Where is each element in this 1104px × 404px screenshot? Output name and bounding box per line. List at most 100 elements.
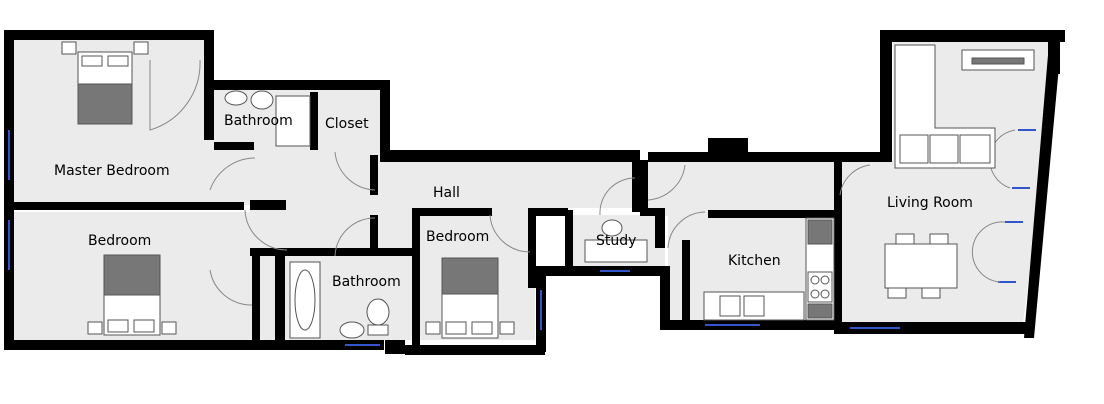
bed-cover [441,257,499,295]
burner [820,275,830,285]
wall [748,152,883,162]
pillow [107,319,129,333]
bed-cover [103,254,161,296]
dining-chair [921,287,941,299]
label-bathroom-main: Bathroom [332,274,401,290]
nightstand [61,41,77,55]
shower [275,95,311,147]
wall [880,30,1065,42]
wall [708,210,840,218]
door-swing [971,221,1006,283]
sink [719,295,741,317]
sofa-cushion [959,134,991,164]
door-swing [839,164,871,196]
door-swing [667,211,706,249]
wall [632,160,648,212]
wall [4,202,244,210]
wall [275,248,285,348]
door-swing [489,214,531,253]
basin [250,90,274,110]
door-swing [647,164,686,201]
pillow [445,321,467,335]
toilet [366,298,390,326]
appliance [807,303,833,319]
door-swing [244,209,288,251]
door-swing [209,157,256,191]
burner [810,275,820,285]
nightstand [133,41,149,55]
doors [149,59,1016,306]
sofa-cushion [929,134,959,164]
door-swing [209,269,253,306]
wall [310,92,318,150]
dining-chair [887,287,907,299]
nightstand [425,321,441,335]
wall [370,155,378,195]
furniture [61,41,1035,339]
nightstand [161,321,177,335]
wall [682,240,690,324]
label-hall: Hall [433,185,460,201]
burner [810,289,820,299]
burner [820,289,830,299]
label-bathroom-ensuite: Bathroom [224,113,293,129]
sink [743,295,765,317]
wall [565,210,573,270]
bathtub-basin [294,269,316,331]
wall [285,248,415,256]
dining-chair [929,233,949,245]
dining-chair [895,233,915,245]
bed-cover [77,83,133,125]
windows [8,129,1036,346]
wall [214,142,254,150]
wall [528,208,536,288]
wall [250,200,286,210]
dining-table [884,243,958,289]
wall [380,150,640,162]
nightstand [499,321,515,335]
wall [4,30,214,40]
wall [648,152,712,162]
wall [4,340,384,350]
walls [4,30,1065,355]
wall [834,160,842,332]
wall [880,30,892,162]
wall [4,30,14,350]
label-study: Study [596,233,636,249]
sofa-cushion [899,134,929,164]
label-kitchen: Kitchen [728,253,781,269]
basin [339,321,365,339]
wall [655,208,665,248]
pillow [471,321,493,335]
wall [412,208,420,348]
label-living-room: Living Room [887,195,973,211]
wall [252,256,260,340]
wall [380,80,390,160]
basin [224,90,248,106]
label-bedroom-middle: Bedroom [426,229,489,245]
nightstand [87,321,103,335]
wall [640,208,665,216]
door-swing [149,59,201,131]
tv [971,57,1025,65]
door-swing [599,177,636,216]
chair [601,219,623,237]
wall [204,80,390,90]
fridge [807,219,833,245]
wall [660,266,670,326]
pillow [133,319,155,333]
label-master-bedroom: Master Bedroom [54,163,170,179]
wall [1024,55,1060,338]
desk [584,239,648,263]
wall [370,215,378,255]
room-labels: Master Bedroom Bathroom Closet Hall Bedr… [54,113,973,290]
wall [385,340,405,354]
floor-hall [250,150,640,250]
pillow [107,55,129,67]
toilet-tank [367,324,389,336]
wall [412,208,492,216]
wall [405,345,545,355]
wall [834,322,1029,334]
label-closet: Closet [325,116,369,132]
